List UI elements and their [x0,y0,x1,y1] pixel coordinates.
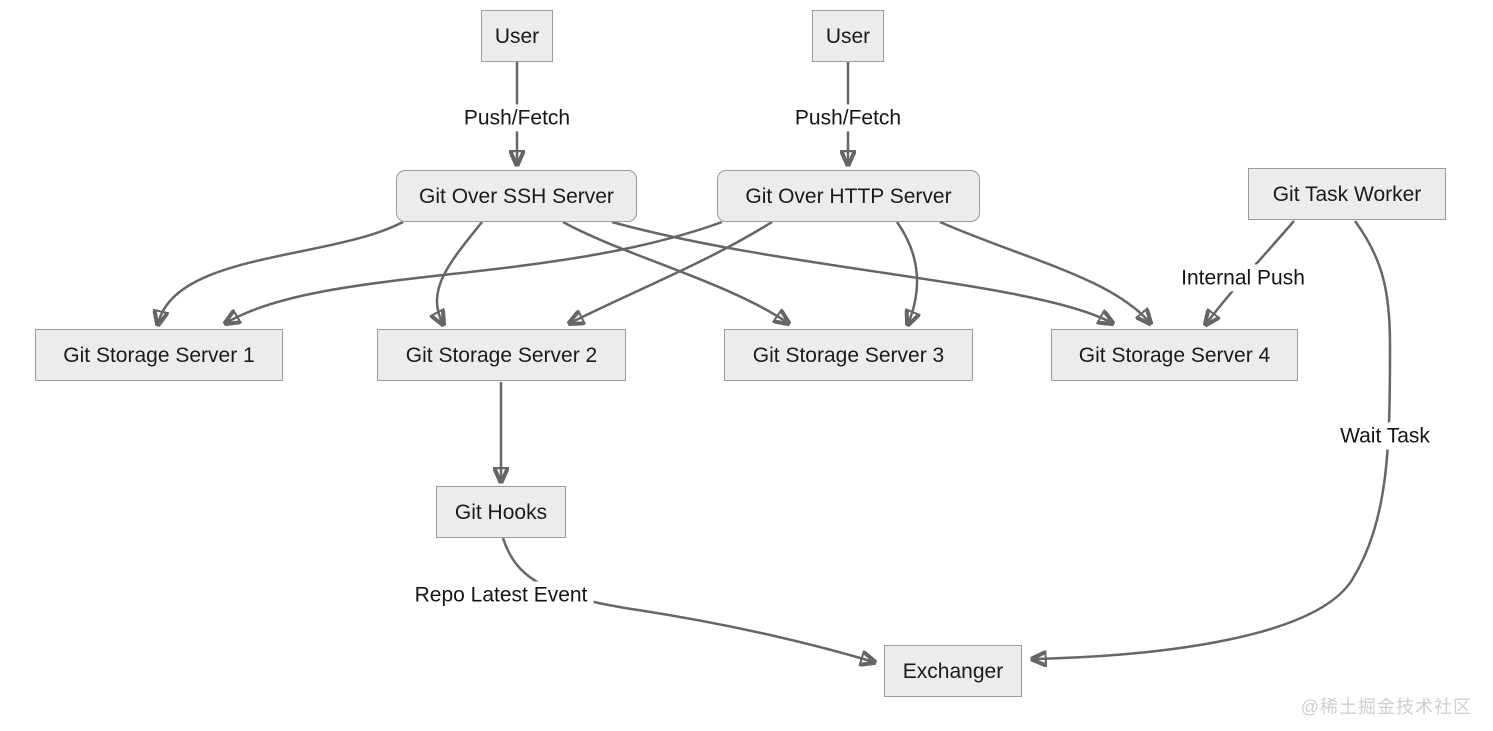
node-git-storage-server-1: Git Storage Server 1 [35,329,283,381]
node-git-storage-server-1-label: Git Storage Server 1 [63,343,255,367]
node-exchanger: Exchanger [884,645,1022,697]
edge-worker-exchanger-wait-task [1033,220,1392,659]
edge-ssh-storage4 [611,220,1112,323]
node-git-over-ssh-server: Git Over SSH Server [396,170,637,222]
edge-http-storage1 [226,220,723,323]
edge-http-storage4 [939,220,1150,323]
node-git-storage-server-2: Git Storage Server 2 [377,329,626,381]
node-user-1: User [481,10,553,62]
edge-label-wait-task: Wait Task [1334,422,1436,450]
edge-ssh-storage3 [562,220,788,323]
node-git-hooks-label: Git Hooks [454,500,548,524]
edge-http-storage3 [895,221,917,324]
edge-label-push-fetch-2: Push/Fetch [788,104,908,132]
edge-http-storage2 [570,220,773,323]
node-git-hooks: Git Hooks [436,486,566,538]
node-git-task-worker-label: Git Task Worker [1272,182,1422,206]
edge-hooks-exchanger-repo-latest-event [501,537,874,662]
node-exchanger-label: Exchanger [902,659,1004,683]
node-git-storage-server-3: Git Storage Server 3 [724,329,973,381]
node-user-2: User [812,10,884,62]
edge-label-push-fetch-1: Push/Fetch [457,104,577,132]
edge-label-internal-push: Internal Push [1175,264,1311,292]
node-git-storage-server-2-label: Git Storage Server 2 [405,343,598,367]
node-git-storage-server-4-label: Git Storage Server 4 [1078,343,1271,367]
node-git-over-http-server-label: Git Over HTTP Server [745,184,952,208]
node-git-storage-server-3-label: Git Storage Server 3 [752,343,945,367]
node-user-2-label: User [825,24,871,48]
watermark: @稀土掘金技术社区 [1300,697,1472,717]
node-git-over-ssh-server-label: Git Over SSH Server [419,184,614,208]
node-git-storage-server-4: Git Storage Server 4 [1051,329,1298,381]
edge-label-repo-latest-event: Repo Latest Event [408,581,594,609]
node-git-task-worker: Git Task Worker [1248,168,1446,220]
edge-ssh-storage1 [158,220,404,324]
node-user-1-label: User [494,24,540,48]
node-git-over-http-server: Git Over HTTP Server [717,170,980,222]
